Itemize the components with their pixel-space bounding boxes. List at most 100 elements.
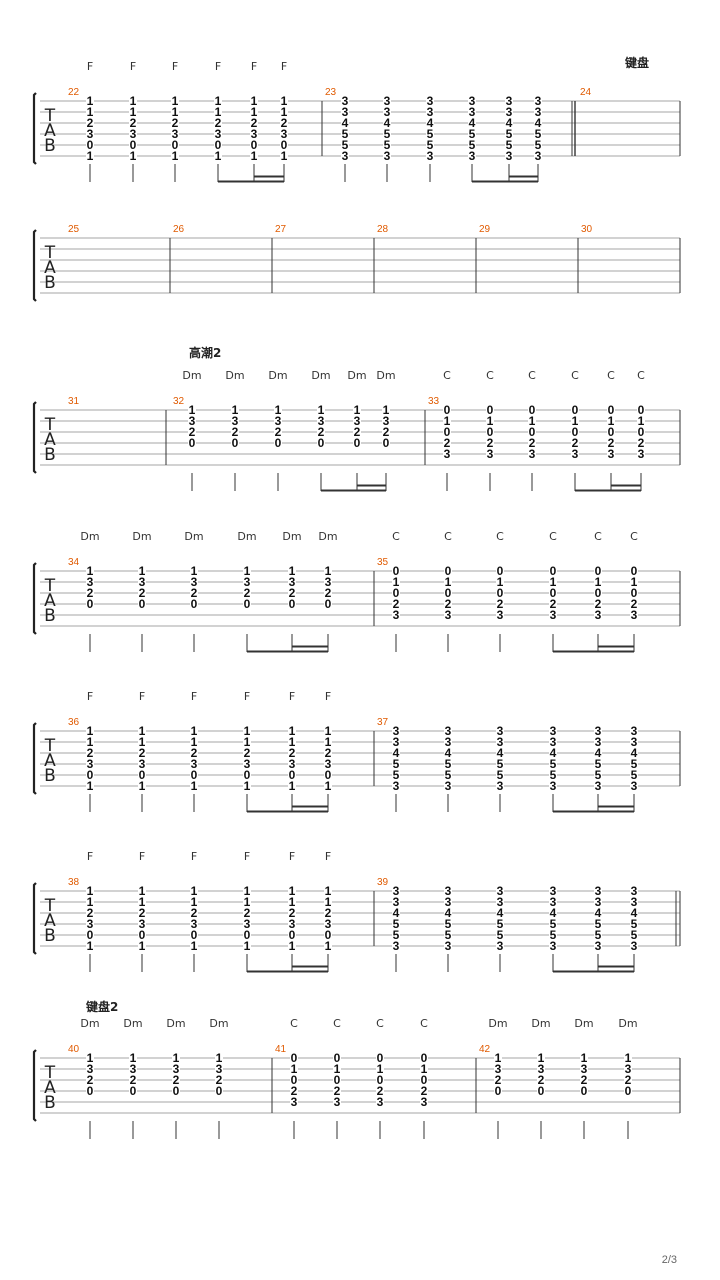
fret-backing [333, 1086, 341, 1096]
fret-number: 1 [191, 564, 198, 578]
fret-backing [494, 1075, 502, 1085]
fret-backing [86, 1075, 94, 1085]
fret-number: 3 [469, 105, 476, 119]
fret-number: 0 [608, 403, 615, 417]
fret-number: 1 [325, 735, 332, 749]
fret-number: 0 [289, 597, 296, 611]
fret-backing [129, 118, 137, 128]
fret-number: 1 [354, 403, 361, 417]
fret-number: 0 [139, 597, 146, 611]
fret-backing [444, 737, 452, 747]
fret-backing [630, 610, 638, 620]
fret-number: 3 [469, 149, 476, 163]
fret-backing [468, 151, 476, 161]
fret-number: 2 [318, 425, 325, 439]
fret-number: 2 [377, 1084, 384, 1098]
chord-name: C [594, 530, 602, 543]
fret-number: 3 [325, 757, 332, 771]
fret-number: 1 [191, 779, 198, 793]
fret-number: 0 [495, 1084, 502, 1098]
chord-name: F [139, 690, 145, 703]
fret-backing [392, 588, 400, 598]
fret-number: 0 [638, 425, 645, 439]
fret-backing [630, 941, 638, 951]
fret-number: 3 [421, 1095, 428, 1109]
fret-backing [496, 886, 504, 896]
fret-number: 3 [445, 939, 452, 953]
fret-number: 0 [275, 436, 282, 450]
fret-backing [324, 930, 332, 940]
fret-backing [324, 919, 332, 929]
fret-number: 0 [87, 1084, 94, 1098]
fret-number: 1 [87, 94, 94, 108]
fret-backing [288, 759, 296, 769]
fret-number: 1 [275, 403, 282, 417]
fret-backing [288, 726, 296, 736]
fret-number: 4 [550, 906, 557, 920]
fret-number: 1 [87, 724, 94, 738]
fret-number: 0 [139, 768, 146, 782]
fret-backing [138, 781, 146, 791]
fret-number: 2 [291, 1084, 298, 1098]
fret-backing [250, 107, 258, 117]
fret-number: 0 [325, 928, 332, 942]
fret-number: 5 [631, 928, 638, 942]
fret-backing [443, 405, 451, 415]
fret-number: 1 [625, 1051, 632, 1065]
fret-backing [444, 770, 452, 780]
fret-backing [86, 781, 94, 791]
fret-backing [549, 599, 557, 609]
fret-backing [496, 577, 504, 587]
fret-number: 1 [334, 1062, 341, 1076]
fret-number: 3 [595, 735, 602, 749]
section-label: 键盘 [624, 55, 649, 70]
fret-number: 2 [383, 425, 390, 439]
measure-number: 38 [68, 877, 80, 888]
fret-backing [494, 1064, 502, 1074]
fret-backing [288, 737, 296, 747]
fret-number: 3 [384, 105, 391, 119]
fret-backing [324, 737, 332, 747]
fret-backing [86, 908, 94, 918]
fret-number: 1 [172, 149, 179, 163]
fret-number: 3 [281, 127, 288, 141]
fret-number: 3 [87, 757, 94, 771]
fret-backing [426, 107, 434, 117]
chord-name: C [443, 369, 451, 382]
fret-backing [324, 759, 332, 769]
fret-backing [171, 107, 179, 117]
fret-number: 5 [469, 138, 476, 152]
fret-backing [86, 737, 94, 747]
fret-number: 0 [581, 1084, 588, 1098]
fret-backing [190, 726, 198, 736]
fret-backing [324, 748, 332, 758]
fret-number: 5 [535, 127, 542, 141]
section-label: 高潮2 [189, 345, 221, 360]
fret-backing [243, 599, 251, 609]
measure-number: 26 [173, 224, 185, 235]
fret-backing [594, 770, 602, 780]
fret-number: 1 [244, 735, 251, 749]
fret-backing [392, 737, 400, 747]
fret-backing [505, 107, 513, 117]
fret-number: 1 [581, 1051, 588, 1065]
fret-backing [426, 140, 434, 150]
fret-backing [214, 107, 222, 117]
fret-number: 3 [506, 149, 513, 163]
fret-number: 1 [325, 884, 332, 898]
fret-number: 0 [191, 768, 198, 782]
fret-backing [317, 405, 325, 415]
fret-number: 2 [87, 746, 94, 760]
fret-number: 0 [638, 403, 645, 417]
fret-backing [392, 577, 400, 587]
fret-number: 3 [244, 917, 251, 931]
fret-backing [594, 610, 602, 620]
fret-backing [486, 427, 494, 437]
fret-backing [444, 726, 452, 736]
fret-number: 3 [189, 414, 196, 428]
fret-backing [243, 886, 251, 896]
fret-number: 2 [244, 906, 251, 920]
fret-backing [534, 118, 542, 128]
fret-number: 1 [87, 939, 94, 953]
fret-number: 5 [393, 768, 400, 782]
